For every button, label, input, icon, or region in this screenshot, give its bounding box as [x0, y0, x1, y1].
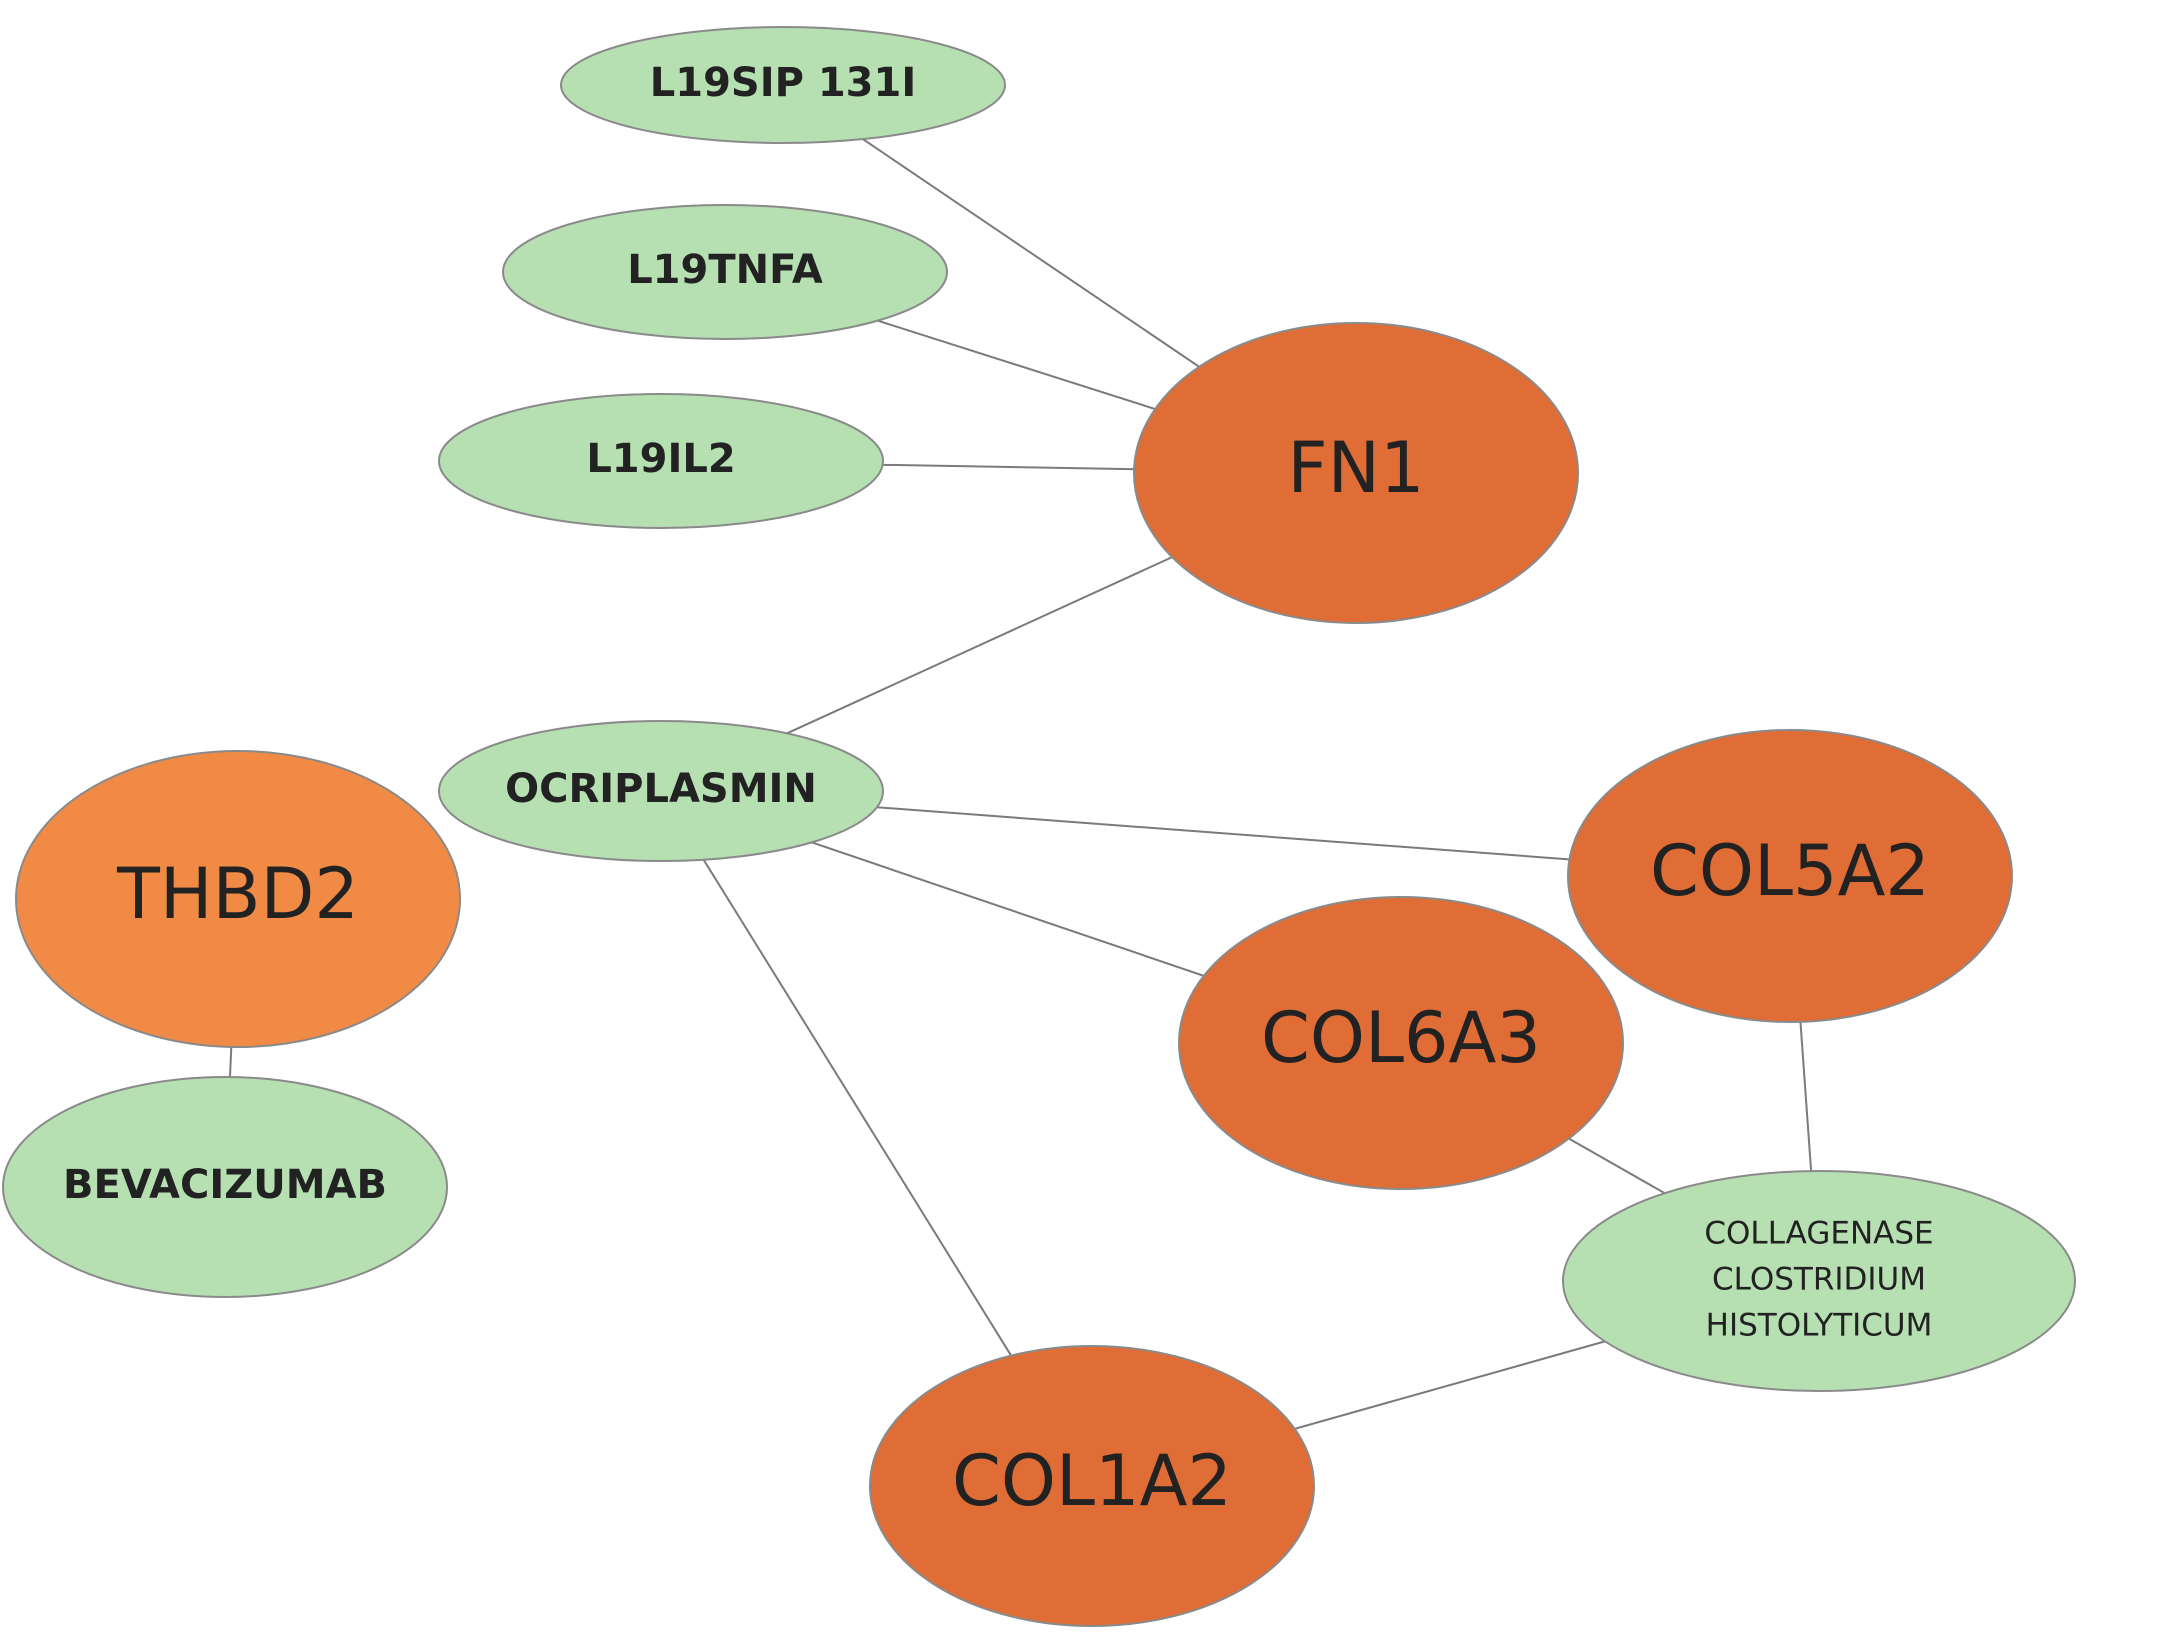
node-ellipse-ocriplasmin: [438, 720, 884, 862]
node-label-ocriplasmin: OCRIPLASMIN: [505, 766, 817, 812]
node-col1a2: COL1A2: [869, 1345, 1315, 1627]
node-ellipse-thbd2: [15, 750, 461, 1048]
node-label-col6a3: COL6A3: [1261, 997, 1541, 1079]
node-ellipse-bevacizumab: [2, 1076, 448, 1298]
node-ocriplasmin: OCRIPLASMIN: [438, 720, 884, 862]
node-l19sip: L19SIP 131I: [560, 26, 1006, 144]
node-label-col1a2: COL1A2: [952, 1440, 1232, 1522]
node-thbd2: THBD2: [15, 750, 461, 1048]
node-ellipse-collagenase: [1562, 1170, 2076, 1392]
node-ellipse-col6a3: [1178, 896, 1624, 1190]
node-label-bevacizumab: BEVACIZUMAB: [63, 1162, 387, 1208]
node-collagenase: COLLAGENASE CLOSTRIDIUM HISTOLYTICUM: [1562, 1170, 2076, 1392]
node-label-collagenase-2: HISTOLYTICUM: [1706, 1308, 1933, 1344]
node-ellipse-col1a2: [869, 1345, 1315, 1627]
node-ellipse-fn1: [1133, 322, 1579, 624]
node-l19tnfa: L19TNFA: [502, 204, 948, 340]
node-label-l19il2: L19IL2: [586, 436, 735, 482]
node-ellipse-col5a2: [1567, 729, 2013, 1023]
node-label-l19tnfa: L19TNFA: [627, 247, 823, 293]
node-bevacizumab: BEVACIZUMAB: [2, 1076, 448, 1298]
node-label-fn1: FN1: [1287, 427, 1424, 509]
node-l19il2: L19IL2: [438, 393, 884, 529]
node-ellipse-l19tnfa: [502, 204, 948, 340]
node-col6a3: COL6A3: [1178, 896, 1624, 1190]
node-label-col5a2: COL5A2: [1650, 830, 1930, 912]
node-label-l19sip: L19SIP 131I: [650, 60, 916, 106]
node-ellipse-l19sip: [560, 26, 1006, 144]
node-fn1: FN1: [1133, 322, 1579, 624]
node-label-thbd2: THBD2: [116, 853, 359, 935]
node-label-collagenase-1: CLOSTRIDIUM: [1712, 1262, 1926, 1298]
node-col5a2: COL5A2: [1567, 729, 2013, 1023]
node-ellipse-l19il2: [438, 393, 884, 529]
node-label-collagenase-0: COLLAGENASE: [1704, 1216, 1933, 1252]
